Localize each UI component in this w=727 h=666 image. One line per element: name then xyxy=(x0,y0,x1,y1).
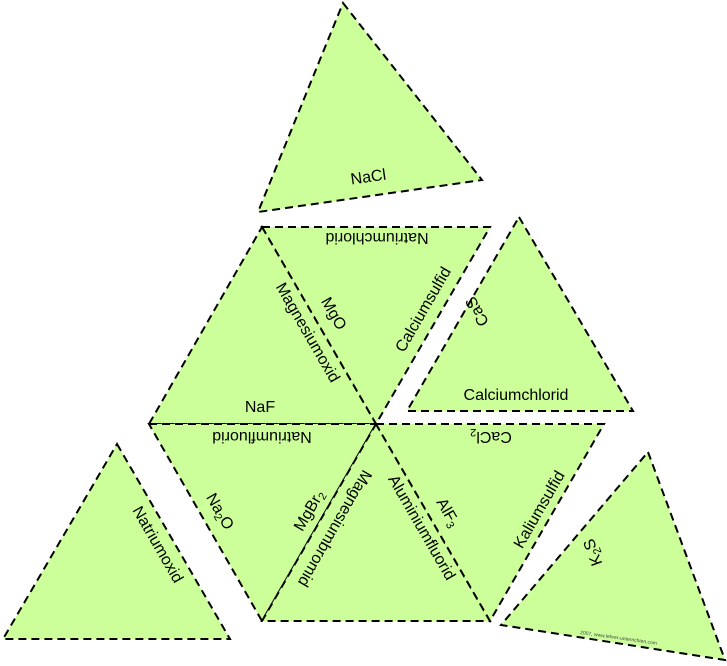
label-natriumfluorid: Natriumfluorid xyxy=(212,428,312,445)
alf3-sub: 3 xyxy=(443,520,456,531)
piece-aluminiumfluorid[interactable] xyxy=(374,423,606,623)
cacl2-sub: 2 xyxy=(470,426,476,438)
cacl2-base: CaCl xyxy=(476,428,512,445)
label-calciumchlorid: Calciumchlorid xyxy=(464,387,569,404)
piece-cas[interactable] xyxy=(405,215,635,412)
label-naf: NaF xyxy=(245,399,275,416)
mgbr2-sub: 2 xyxy=(316,491,329,502)
piece-magnesiumbromid[interactable] xyxy=(260,422,492,622)
piece-natriumoxid[interactable] xyxy=(1,442,232,640)
piece-k2s[interactable] xyxy=(499,450,727,662)
label-cacl2: CaCl2 xyxy=(470,426,512,445)
piece-nacl[interactable] xyxy=(256,1,484,214)
label-nacl: NaCl xyxy=(350,167,388,189)
label-natriumchlorid: Natriumchlorid xyxy=(325,229,428,246)
piece-natriumchlorid[interactable] xyxy=(260,226,492,426)
na2o-sub: 2 xyxy=(211,512,224,523)
k2s-sub: 2 xyxy=(591,546,604,556)
